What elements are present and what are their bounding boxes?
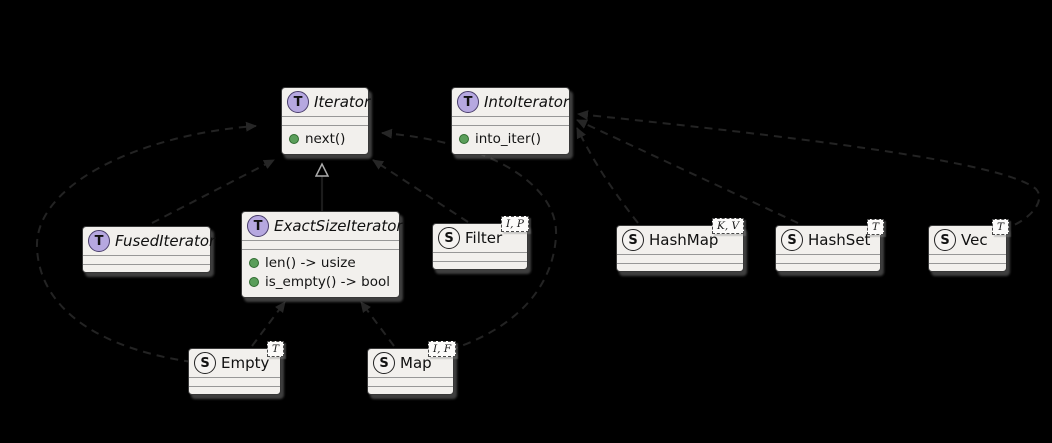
method-visibility-icon [249, 257, 259, 268]
fields-compartment [242, 240, 399, 249]
method-label: next() [305, 130, 346, 147]
struct-badge-icon: S [934, 229, 956, 251]
class-box-iterator: T Iterator next() [281, 87, 371, 155]
methods-compartment [189, 386, 280, 394]
method-visibility-icon [289, 133, 299, 144]
methods-compartment [368, 386, 453, 394]
class-title: ExactSizeIterator [274, 217, 403, 235]
edge-hashmap-to-intoiterator [576, 127, 639, 224]
fields-compartment [929, 254, 1006, 263]
method-label: into_iter() [475, 130, 542, 147]
edge-empty-to-exactsizeiterator [251, 301, 286, 347]
fields-compartment [282, 116, 368, 125]
class-title: Filter [465, 229, 503, 247]
class-title: HashSet [808, 231, 871, 249]
fields-compartment [776, 254, 880, 263]
edge-filter-to-iterator [372, 159, 469, 223]
class-box-hashset: S HashSet [775, 225, 881, 272]
class-box-map: S Map [367, 348, 454, 395]
trait-badge-icon: T [287, 91, 309, 113]
trait-badge-icon: T [457, 91, 479, 113]
method-visibility-icon [249, 276, 259, 287]
edge-map-to-exactsizeiterator [360, 301, 395, 347]
class-box-fusediterator: T FusedIterator [82, 226, 215, 273]
method-visibility-icon [459, 133, 469, 144]
struct-badge-icon: S [622, 229, 644, 251]
methods-compartment: len() -> usize is_empty() -> bool [242, 249, 399, 297]
method-label: is_empty() -> bool [265, 273, 390, 290]
edge-empty-to-iterator-arc [35, 121, 257, 363]
edge-fusediterator-to-iterator [151, 159, 275, 224]
methods-compartment: next() [282, 125, 368, 154]
class-box-filter: S Filter [432, 223, 528, 270]
class-box-exactsizeiterator: T ExactSizeIterator len() -> usize is_em… [241, 211, 403, 298]
trait-badge-icon: T [247, 215, 269, 237]
struct-badge-icon: S [194, 352, 216, 374]
methods-compartment: into_iter() [452, 125, 569, 154]
class-box-empty: S Empty [188, 348, 281, 395]
generic-tag: T [867, 219, 885, 235]
methods-compartment [776, 263, 880, 271]
methods-compartment [929, 263, 1006, 271]
fields-compartment [617, 254, 743, 263]
methods-compartment [83, 264, 210, 272]
edge-vec-to-intoiterator-arc [577, 110, 1041, 231]
generic-tag: T [267, 341, 285, 357]
generic-tag: I, P [501, 216, 529, 232]
fields-compartment [368, 377, 453, 386]
fields-compartment [83, 255, 210, 264]
generic-tag: I, F [428, 341, 457, 357]
edge-map-to-iterator-arc [381, 128, 558, 351]
class-title: Iterator [314, 93, 371, 111]
class-title: Empty [221, 354, 270, 372]
class-title: FusedIterator [115, 232, 216, 250]
edge-hashset-to-intoiterator [576, 119, 799, 224]
class-title: Vec [961, 231, 988, 249]
fields-compartment [433, 252, 527, 261]
generic-tag: K, V [712, 218, 745, 234]
class-title: HashMap [649, 231, 719, 249]
struct-badge-icon: S [438, 227, 460, 249]
generic-tag: T [992, 219, 1010, 235]
methods-compartment [433, 261, 527, 269]
class-title: IntoIterator [484, 93, 570, 111]
trait-badge-icon: T [88, 230, 110, 252]
class-box-intoiterator: T IntoIterator into_iter() [451, 87, 570, 155]
class-box-hashmap: S HashMap [616, 225, 744, 272]
struct-badge-icon: S [781, 229, 803, 251]
method-label: len() -> usize [265, 254, 356, 271]
class-title: Map [400, 354, 432, 372]
methods-compartment [617, 263, 743, 271]
fields-compartment [189, 377, 280, 386]
fields-compartment [452, 116, 569, 125]
struct-badge-icon: S [373, 352, 395, 374]
